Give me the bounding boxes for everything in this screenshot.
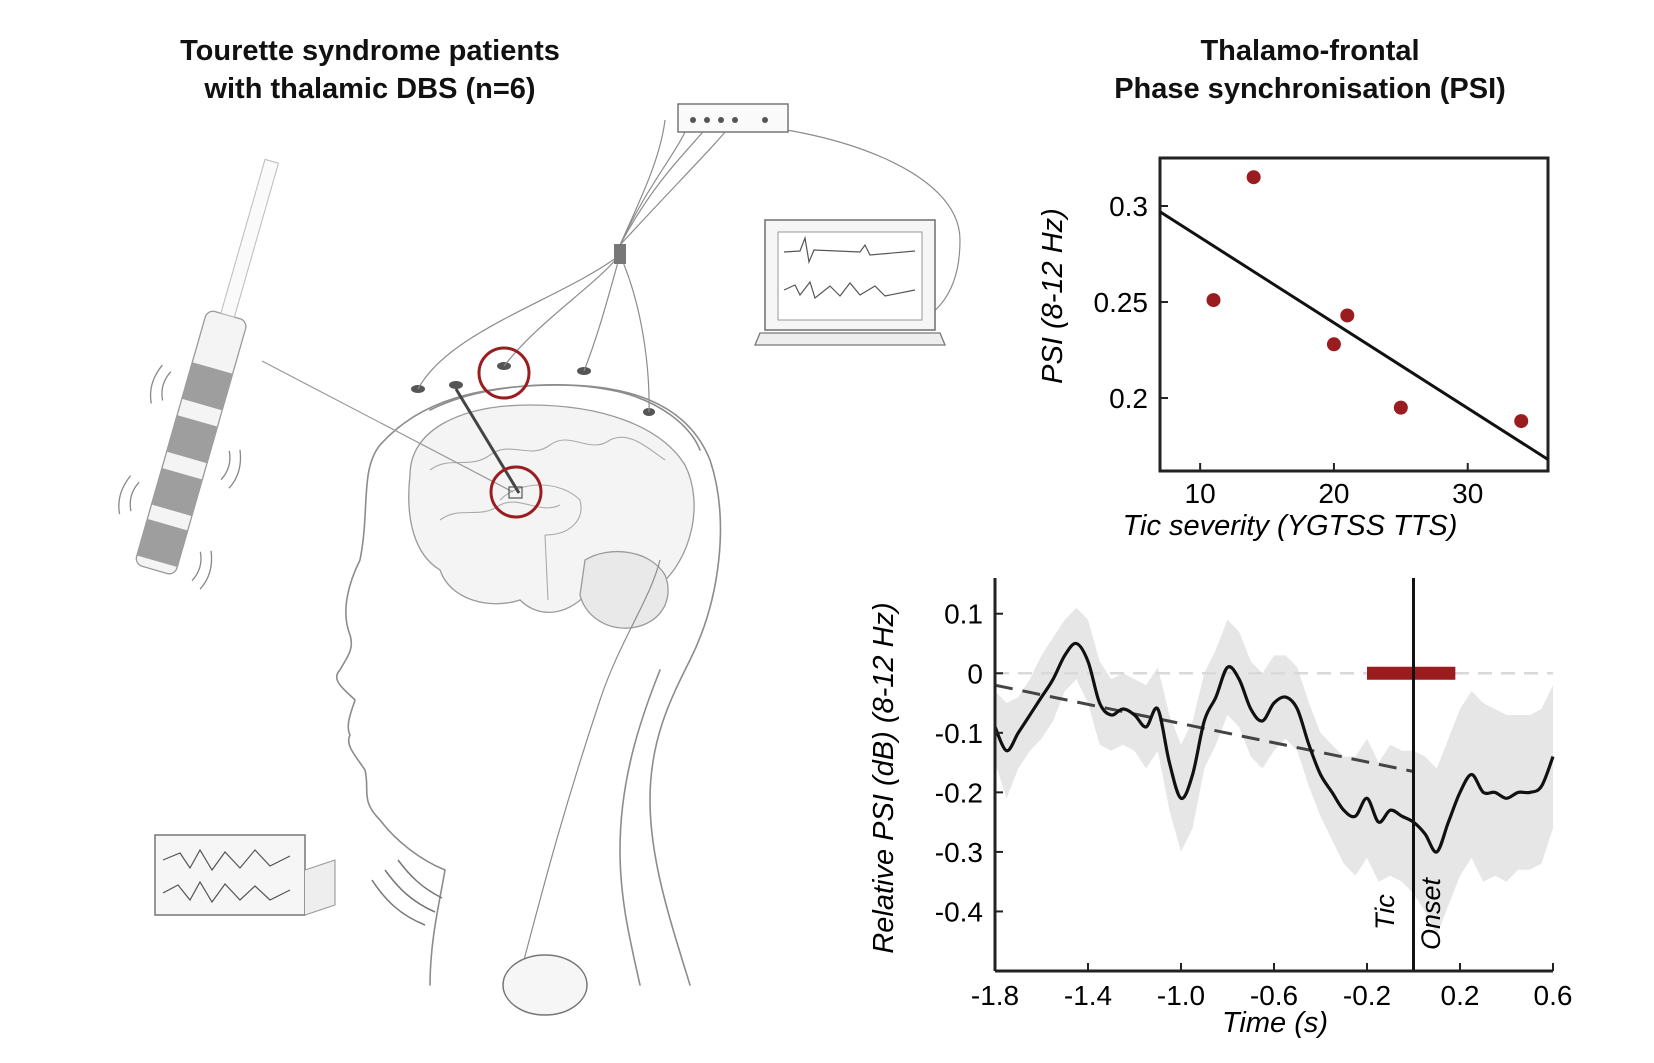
scatter-y-axis-label: PSI (8-12 Hz) [1037,208,1069,384]
scatter-point [1514,414,1529,429]
time-course-x-tick-label: -0.6 [1250,980,1298,1011]
scatter-plot-frame [1158,156,1550,473]
dbs-lead-line [454,388,521,494]
scalp-arc [429,384,701,451]
frontal-electrode-highlight [477,346,531,400]
thalamus-highlight [489,465,543,519]
time-course-y-tick-label: -0.4 [935,896,983,927]
time-course-x-tick-label: 0.2 [1441,980,1480,1011]
right-title-line1: Thalamo-frontal [1200,35,1420,67]
head-outline [335,384,722,986]
time-course-y-axis-label: Relative PSI (dB) (8-12 Hz) [868,602,900,953]
left-title-line2: with thalamic DBS (n=6) [204,73,536,105]
pre-onset-trend-line [994,683,1414,773]
right-panel-title: Thalamo-frontal Phase synchronisation (P… [1050,32,1570,108]
amplifier-box [677,103,789,133]
right-title-line2: Phase synchronisation (PSI) [1114,73,1506,105]
time-course-x-tick-label: -1.4 [1064,980,1112,1011]
scatter-x-tick-label: 10 [1185,478,1216,509]
scatter-x-axis-label: Tic severity (YGTSS TTS) [1123,510,1458,542]
electrode-pointer-line [261,360,514,493]
time-course-y-tick-label: 0.1 [944,599,983,630]
dbs-electrode-closeup [118,158,280,590]
time-course-x-tick-label: -1.0 [1157,980,1205,1011]
tic-annotation: Tic [1370,894,1400,930]
regression-line [1159,210,1549,461]
left-title-line1: Tourette syndrome patients [180,35,560,67]
time-course-y-tick-label: -0.2 [935,777,983,808]
time-course-y-tick-label: -0.1 [935,718,983,749]
wireless-waves [371,859,443,926]
time-course-x-axis-label: Time (s) [1222,1007,1328,1039]
scatter-point [1326,337,1341,352]
brain-sketch [408,404,695,629]
scatter-x-tick-label: 20 [1318,478,1349,509]
scatter-x-tick-label: 30 [1452,478,1483,509]
scatter-y-tick-label: 0.25 [1094,287,1149,318]
scatter-point [1340,308,1355,323]
scatter-y-tick-label: 0.3 [1109,191,1148,222]
time-course-y-tick-label: 0 [967,658,983,689]
left-panel-title: Tourette syndrome patients with thalamic… [90,32,650,108]
scatter-point [1246,170,1261,185]
scalp-electrodes [411,362,655,416]
thalamus-target [508,486,523,499]
neck-line [619,669,661,986]
time-course-x-tick-label: -1.8 [971,980,1019,1011]
mean-psi-line [993,641,1555,854]
laptop-sketch [754,219,946,346]
confidence-band [995,607,1553,936]
connector [614,244,626,264]
pulse-generator [502,954,588,1016]
time-course-x-tick-label: 0.6 [1534,980,1573,1011]
scatter-point [1393,400,1408,415]
onset-annotation: Onset [1416,876,1446,950]
scatter-y-tick-label: 0.2 [1109,383,1148,414]
time-course-y-tick-label: -0.3 [935,837,983,868]
scatter-point [1206,293,1221,308]
time-course-x-tick-label: -0.2 [1343,980,1391,1011]
tablet-sketch [154,834,336,916]
